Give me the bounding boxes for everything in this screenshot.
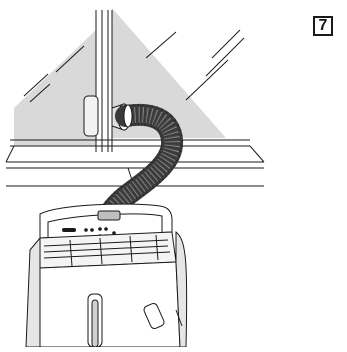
step-number-badge: 7 bbox=[313, 16, 333, 36]
step-number-label: 7 bbox=[319, 18, 328, 34]
air-conditioner-unit-icon bbox=[26, 204, 187, 347]
window-frame-icon bbox=[6, 8, 264, 186]
